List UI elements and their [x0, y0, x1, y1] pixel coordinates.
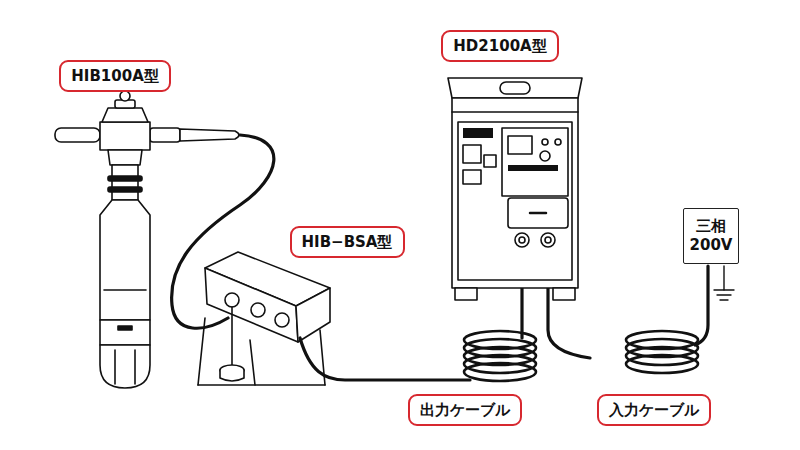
label-text: 入力ケーブル: [609, 401, 699, 420]
callout-box: HIB−BSA型: [290, 226, 405, 258]
ground-symbol: [714, 266, 734, 300]
label-text: 三相 200V: [687, 217, 735, 256]
callout-box: 入力ケーブル: [597, 394, 711, 426]
converter-illustration: [448, 78, 582, 300]
label-text: HIB100A型: [71, 67, 159, 86]
input-cable-lead: [695, 266, 708, 345]
callout-box: 出力ケーブル: [408, 394, 522, 426]
input-cable-coil: [626, 331, 698, 373]
power-source-box: 三相 200V: [683, 208, 739, 264]
label-text: HD2100A型: [453, 37, 546, 56]
callout-box: HD2100A型: [441, 30, 559, 62]
output-cable-coil: [464, 331, 536, 381]
callout-box: HIB100A型: [59, 60, 171, 92]
control-box-illustration: [198, 252, 330, 385]
vibrator-illustration: [55, 91, 239, 388]
label-text: HIB−BSA型: [302, 233, 393, 252]
label-text: 出力ケーブル: [420, 401, 510, 420]
output-cable: [300, 338, 470, 380]
